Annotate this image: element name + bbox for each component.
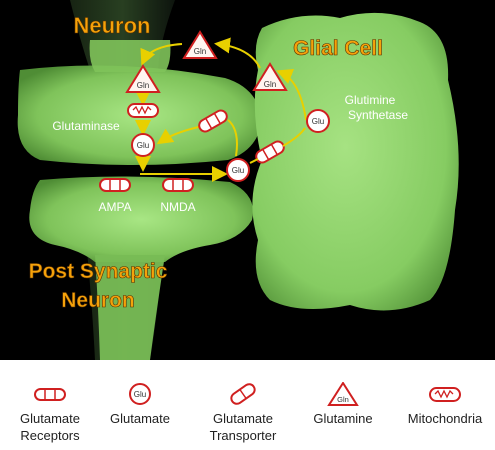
glial-cell-body bbox=[252, 12, 459, 311]
glial-cell-title: Glial Cell bbox=[293, 37, 383, 60]
legend-label-receptors: Glutamate Receptors bbox=[20, 411, 80, 443]
gln-top-triangle bbox=[182, 30, 218, 59]
mitochondria-cristae bbox=[132, 105, 152, 115]
arrow-glu-to-transporter bbox=[249, 158, 259, 164]
mitochondria-icon bbox=[429, 387, 461, 402]
glutamate-glial: Glu bbox=[306, 109, 330, 133]
synapse-diagram: Neuron Glial Cell Post Synaptic Neuron G… bbox=[0, 0, 495, 360]
gln-glial-triangle bbox=[252, 62, 288, 91]
receptor-icon bbox=[34, 388, 66, 401]
glu-cleft-circle bbox=[226, 158, 250, 182]
arrow-transporter-to-glial-glu bbox=[282, 127, 306, 147]
glutamate-cleft: Glu bbox=[226, 158, 250, 182]
nmda-label: NMDA bbox=[160, 200, 195, 214]
mitochondria bbox=[127, 103, 159, 118]
ampa-receptor bbox=[99, 178, 131, 192]
post-synaptic-title-line2: Neuron bbox=[61, 289, 135, 312]
legend-label-glutamine: Glutamine bbox=[313, 411, 373, 426]
synthetase-label-line2: Synthetase bbox=[348, 108, 408, 122]
glutamine-glial: Gln bbox=[252, 62, 288, 91]
legend-label-glutamate: Glutamate bbox=[110, 411, 170, 426]
glu-glial-label: Glu bbox=[312, 117, 324, 126]
glutamine-top: Gln bbox=[182, 30, 218, 59]
transporter-icon bbox=[230, 383, 256, 405]
neuron-title: Neuron bbox=[74, 13, 151, 38]
glu-glial-circle bbox=[306, 109, 330, 133]
postsynaptic-stalk bbox=[95, 255, 165, 360]
gln-neuron-triangle bbox=[125, 64, 161, 93]
legend-label-transporter: Glutamate Transporter bbox=[209, 411, 277, 443]
post-synaptic-title-line1: Post Synaptic bbox=[29, 260, 168, 283]
mitochondria-shape bbox=[127, 103, 159, 118]
nmda-receptor bbox=[162, 178, 194, 192]
gln-glial-label: Gln bbox=[264, 80, 276, 89]
legend: Glutamate Receptors Glu Glutamate Glutam… bbox=[0, 360, 495, 450]
transporter-upper bbox=[198, 109, 228, 133]
arrow-gln-top-to-gln-neuron bbox=[140, 43, 183, 66]
glu-neuron-label: Glu bbox=[137, 141, 149, 150]
glutamine-icon: Gln bbox=[327, 382, 359, 406]
arrow-glial-to-gln-top bbox=[214, 37, 261, 69]
glutaminase-label: Glutaminase bbox=[52, 119, 120, 133]
glutamate-icon: Glu bbox=[129, 383, 151, 405]
presynaptic-stalk bbox=[89, 40, 171, 72]
glutamate-neuron: Glu bbox=[131, 133, 155, 157]
glu-neuron-circle bbox=[131, 133, 155, 157]
synthetase-label-line1: Glutimine bbox=[345, 93, 396, 107]
arrow-line-right bbox=[227, 119, 238, 157]
postsynaptic-membrane bbox=[29, 176, 254, 262]
arrow-glu-to-gln-glial bbox=[276, 69, 307, 121]
gln-top-label: Gln bbox=[194, 47, 206, 56]
glutamine-neuron: Gln bbox=[125, 64, 161, 93]
glu-cleft-label: Glu bbox=[232, 166, 244, 175]
legend-glu-text: Glu bbox=[134, 390, 146, 399]
gln-neuron-label: Gln bbox=[137, 81, 149, 90]
ampa-label: AMPA bbox=[98, 200, 131, 214]
legend-label-mitochondria: Mitochondria bbox=[407, 411, 483, 426]
legend-gln-text: Gln bbox=[337, 395, 349, 404]
